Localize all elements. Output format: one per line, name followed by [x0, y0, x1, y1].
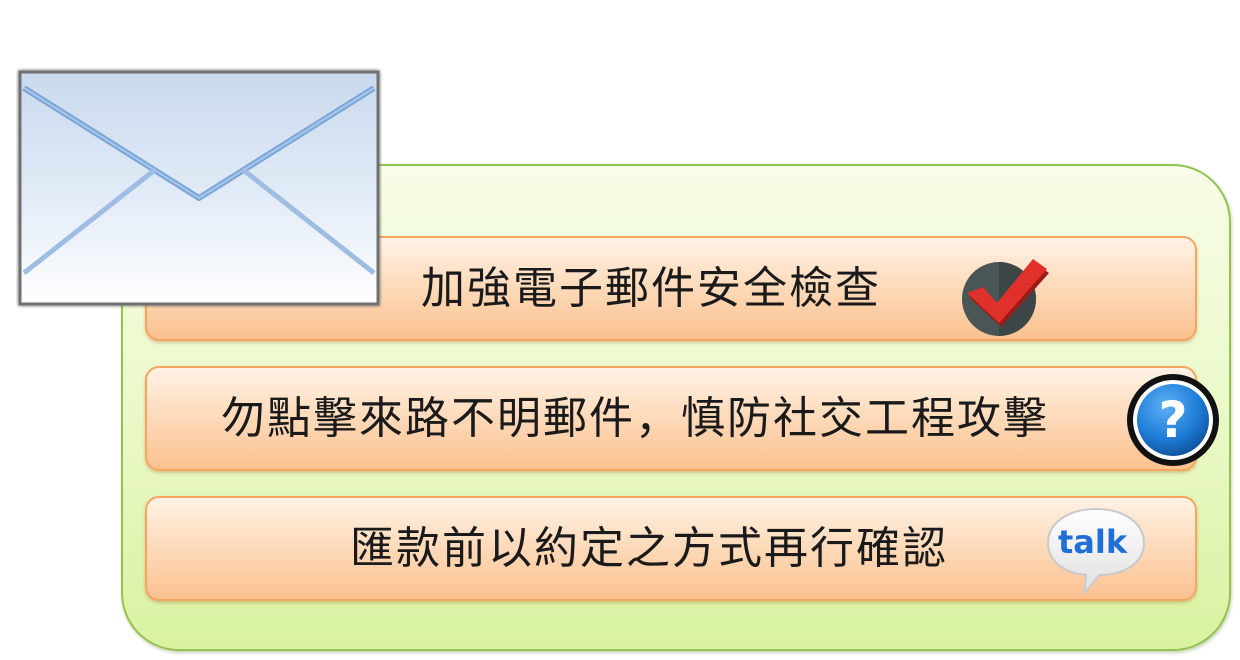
- svg-text:?: ?: [1158, 391, 1187, 449]
- talk-bubble-icon: talk: [1044, 505, 1148, 597]
- item-label: 加強電子郵件安全檢查: [421, 263, 881, 314]
- question-mark-icon: ?: [1124, 371, 1222, 469]
- item-bar-remittance-confirm: 匯款前以約定之方式再行確認: [145, 496, 1197, 601]
- envelope-icon: [16, 68, 382, 308]
- item-bar-unknown-mail: 勿點擊來路不明郵件，慎防社交工程攻擊: [145, 366, 1197, 471]
- checkmark-icon: [957, 255, 1049, 337]
- talk-text: talk: [1058, 523, 1128, 561]
- item-label: 勿點擊來路不明郵件，慎防社交工程攻擊: [221, 393, 1049, 444]
- item-label: 匯款前以約定之方式再行確認: [350, 523, 948, 574]
